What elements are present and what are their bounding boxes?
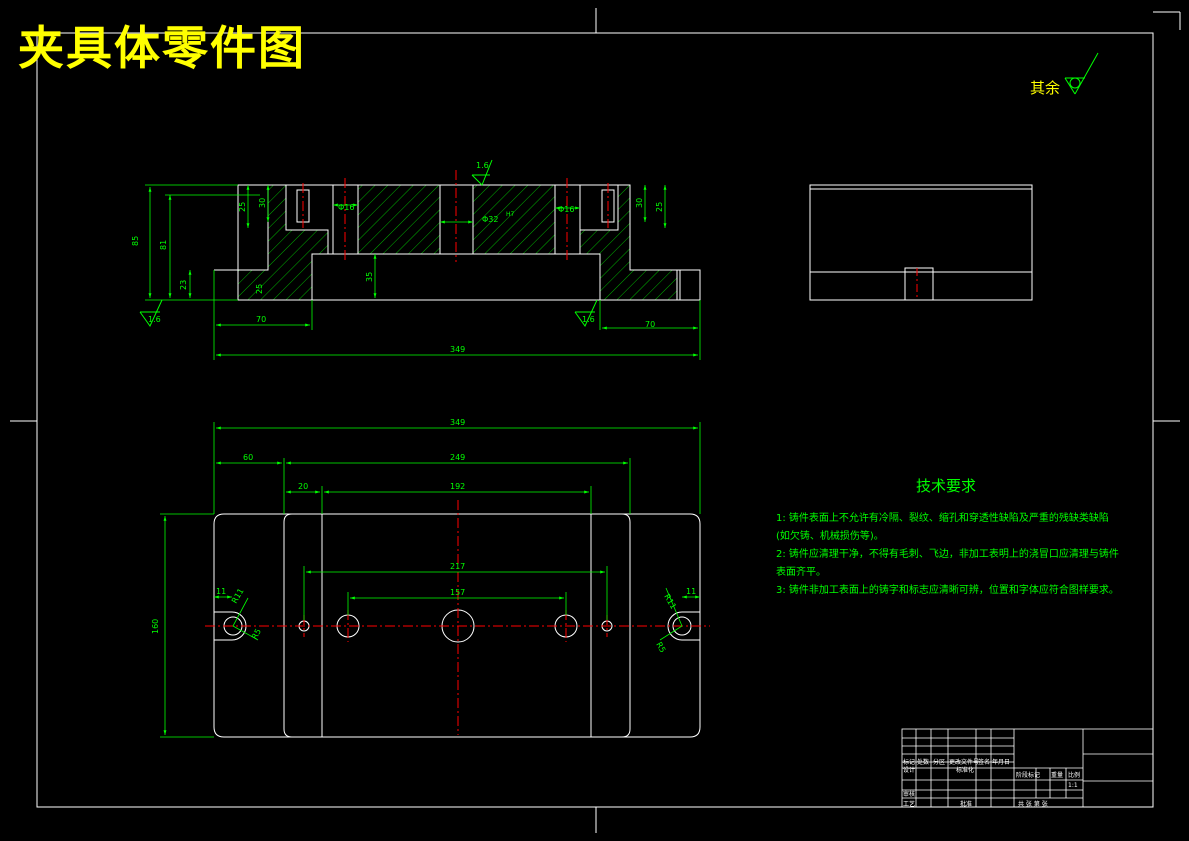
- tb-approve: 批准: [960, 801, 973, 808]
- dim-overall-height: 85: [131, 236, 140, 246]
- dim-plan-hole-span-inner: 157: [450, 588, 465, 597]
- dim-step-height: 23: [179, 280, 188, 290]
- dim-left-hole-depth: 25: [238, 202, 247, 212]
- roughness-right-value: 1.6: [582, 315, 595, 324]
- dim-right-step: 70: [645, 320, 655, 329]
- title-block: [901, 728, 1154, 808]
- dim-plan-body-width: 249: [450, 453, 465, 462]
- dim-inner-depth: 35: [365, 272, 374, 282]
- tech-requirements-heading: 技术要求: [916, 477, 977, 495]
- tb-label-change-doc: 更改文件号: [949, 759, 980, 766]
- dim-plan-overall-width: 349: [450, 418, 465, 427]
- dim-plan-slot-width-right: 11: [686, 587, 696, 596]
- dim-small-step: 25: [255, 284, 264, 294]
- tb-process: 工艺: [903, 801, 916, 808]
- dim-left-hole-depth2: 30: [258, 198, 267, 208]
- tb-label-date: 年月日: [992, 759, 1011, 766]
- tb-weight: 重量: [1051, 772, 1064, 779]
- tb-label-count: 处数: [917, 759, 930, 766]
- tech-requirement-line: 1: 铸件表面上不允许有冷隔、裂纹、缩孔和穿透性缺陷及严重的残缺类缺陷: [776, 513, 1109, 524]
- dim-plan-hole-span-outer: 217: [450, 562, 465, 571]
- dim-left-step: 70: [256, 315, 266, 324]
- dim-center-bore: Φ32: [482, 215, 498, 224]
- tb-label-mark: 标记: [903, 759, 916, 766]
- sheet-border: [10, 8, 1181, 833]
- tb-standard: 标准化: [956, 767, 975, 774]
- tb-label-zone: 分区: [933, 759, 946, 766]
- dim-plan-slot-r2-right: R5: [654, 641, 667, 655]
- roughness-other-label: 其余: [1030, 79, 1061, 97]
- dim-plan-slot-r2-left: R5: [250, 627, 263, 641]
- tb-design: 设计: [903, 767, 916, 774]
- dim-right-hole-depth: 30: [635, 198, 644, 208]
- roughness-other-symbol: [1064, 52, 1099, 95]
- dim-body-height: 81: [159, 240, 168, 250]
- drawing-title: 夹具体零件图: [18, 21, 306, 75]
- dim-left-bore: Φ16: [338, 203, 354, 212]
- tech-requirement-line: 2: 铸件应清理干净，不得有毛刺、飞边，非加工表明上的浇冒口应清理与铸件: [776, 549, 1119, 560]
- tb-review: 审核: [903, 791, 916, 798]
- dim-plan-slot-radius-left: R11: [230, 587, 246, 605]
- dim-plan-height: 160: [151, 619, 160, 634]
- section-hatch-left: [237, 184, 329, 301]
- tech-requirement-line: 3: 铸件非加工表面上的铸字和标志应清晰可辨，位置和字体应符合图样要求。: [776, 585, 1119, 596]
- roughness-top-value: 1.6: [476, 161, 489, 170]
- tb-label-sign: 签名: [978, 759, 991, 766]
- dim-plan-slot-radius-right: R11: [662, 593, 678, 611]
- dim-total-width: 349: [450, 345, 465, 354]
- tb-sheets: 共 张 第 张: [1018, 801, 1048, 808]
- tech-requirement-line: (如欠铸、机械损伤等)。: [776, 531, 884, 542]
- plan-view: 349 60 249 20 192 217 157 160 11 11 R11 …: [151, 418, 710, 738]
- dim-plan-flat-offset: 20: [298, 482, 308, 491]
- dim-plan-slot-width-left: 11: [216, 587, 226, 596]
- dim-right-bore: Φ16: [558, 205, 574, 214]
- tb-scale: 比例: [1068, 772, 1081, 779]
- roughness-left-value: 1.6: [148, 315, 161, 324]
- dim-right-hole-depth2: 25: [655, 202, 664, 212]
- section-view: 85 81 23 25 30 30 25 35 25 Φ16 Φ16 Φ32 H…: [131, 159, 701, 360]
- dim-fit-code: H7: [506, 211, 515, 218]
- tech-requirement-line: 表面齐平。: [776, 567, 826, 578]
- dim-plan-offset-left: 60: [243, 453, 253, 462]
- section-hatch-mid: [357, 184, 441, 255]
- tech-requirements-list: 1: 铸件表面上不允许有冷隔、裂纹、缩孔和穿透性缺陷及严重的残缺类缺陷 (如欠铸…: [776, 510, 1146, 600]
- dim-plan-flat-width: 192: [450, 482, 465, 491]
- tb-stage: 阶段标记: [1016, 772, 1041, 779]
- side-view: [809, 184, 1033, 301]
- tb-scale-value: 1:1: [1068, 782, 1078, 789]
